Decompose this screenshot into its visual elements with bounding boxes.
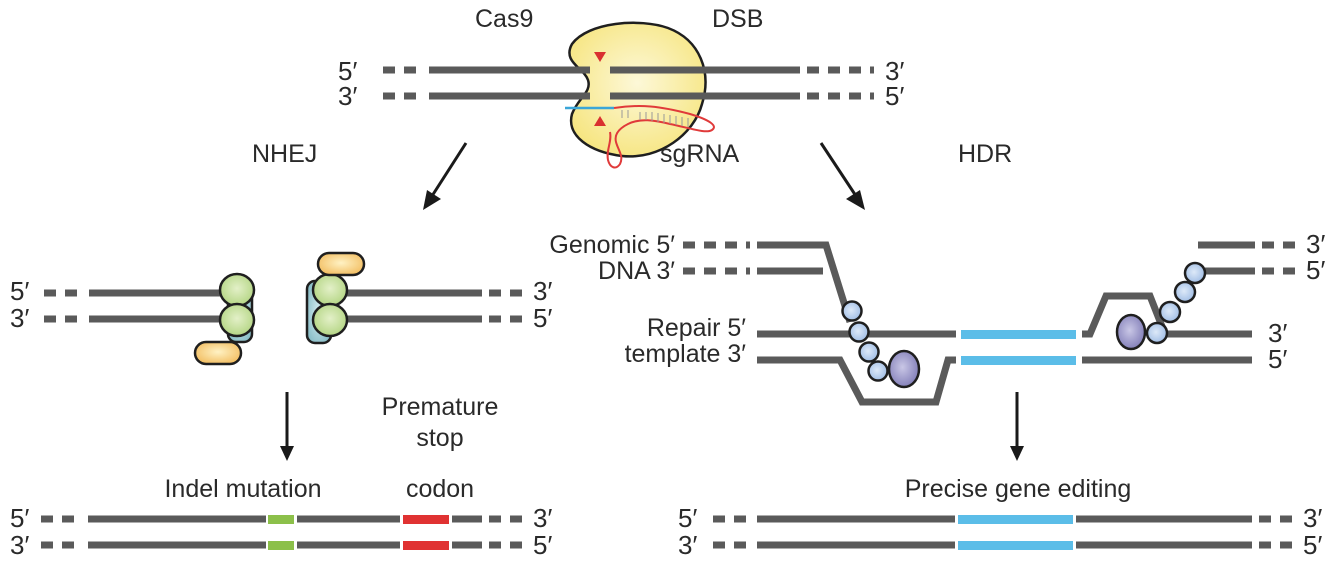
end-label-3prime: 3′ <box>533 276 552 306</box>
end-label-3prime: 3′ <box>10 303 29 333</box>
label-sgrna: sgRNA <box>660 140 740 168</box>
rad51-protein <box>867 360 889 382</box>
arrow-nhej-down <box>280 392 294 461</box>
sgrna-scaffold <box>606 105 715 169</box>
end-label-5prime: 5′ <box>338 56 357 86</box>
rad51-protein <box>1173 280 1197 304</box>
nhej-outcome: Premature stop codon Indel mutation 5′ 3… <box>10 393 552 560</box>
arrow-to-nhej <box>423 142 468 210</box>
genomic-strand-invading <box>757 241 854 324</box>
hdr-outcome: Precise gene editing 5′ 3′ 3′ 5′ <box>678 475 1322 560</box>
arrow-to-hdr <box>819 142 865 210</box>
stop-codon-segment <box>403 515 449 524</box>
end-label-5prime: 5′ <box>885 81 904 111</box>
end-label-3prime: 3′ <box>10 530 29 560</box>
label-repair-5prime: Repair 5′ <box>647 314 746 342</box>
cut-site-marker-icon <box>594 52 606 62</box>
cut-site-marker-icon <box>594 116 606 126</box>
hdr-intermediate: Genomic 5′ DNA 3′ Repair 5′ template 3′ … <box>549 229 1325 406</box>
stop-codon-segment <box>403 541 449 550</box>
ku-protein-green <box>218 272 256 308</box>
end-label-5prime: 5′ <box>678 503 697 533</box>
end-label-5prime: 5′ <box>533 303 552 333</box>
ku-protein-green <box>311 302 349 338</box>
label-indel-mutation: Indel mutation <box>164 475 321 503</box>
indel-segment <box>268 515 294 524</box>
orange-protein <box>193 340 243 366</box>
rad51-protein <box>848 321 870 343</box>
cas9-dsb-section: Cas9 DSB 5′ 3′ 3′ 5′ <box>338 5 904 169</box>
indel-segment <box>268 541 294 550</box>
label-premature: Premature <box>382 393 499 421</box>
template-insert <box>961 330 1076 339</box>
end-label-5prime: 5′ <box>1303 530 1322 560</box>
end-label-3prime: 3′ <box>1303 503 1322 533</box>
edited-insert <box>958 541 1073 550</box>
label-template-3prime: template 3′ <box>625 340 747 368</box>
polymerase-protein <box>1115 313 1147 351</box>
end-label-3prime: 3′ <box>533 503 552 533</box>
end-label-5prime: 5′ <box>1306 255 1325 285</box>
rad51-protein <box>858 341 880 363</box>
rad51-protein <box>1145 321 1169 345</box>
ku-protein-green <box>218 302 256 338</box>
label-precise-gene-editing: Precise gene editing <box>905 475 1132 503</box>
sgrna-basepairs <box>621 110 689 127</box>
label-cas9: Cas9 <box>475 5 533 33</box>
end-label-5prime: 5′ <box>10 276 29 306</box>
arrow-hdr-down <box>1010 392 1024 461</box>
end-label-3prime: 3′ <box>338 81 357 111</box>
end-label-5prime: 5′ <box>1268 344 1287 374</box>
label-hdr: HDR <box>958 140 1012 168</box>
rad51-protein <box>1158 300 1182 324</box>
label-dna-3prime: DNA 3′ <box>598 257 675 285</box>
label-genomic-5prime: Genomic 5′ <box>549 231 675 259</box>
end-label-3prime: 3′ <box>1268 318 1287 348</box>
nhej-intermediate: 5′ 3′ 3′ 5′ <box>10 251 552 366</box>
end-label-3prime: 3′ <box>678 530 697 560</box>
genomic-strand-right-invading <box>1082 292 1252 338</box>
cas9-protein <box>568 21 707 158</box>
end-label-5prime: 5′ <box>10 503 29 533</box>
template-insert <box>961 356 1076 365</box>
template-strand-lower <box>757 356 956 406</box>
label-nhej: NHEJ <box>252 140 317 168</box>
edited-insert <box>958 515 1073 524</box>
ku-protein-green <box>311 272 349 308</box>
label-stop: stop <box>416 424 463 452</box>
end-label-5prime: 5′ <box>533 530 552 560</box>
polymerase-protein <box>887 349 921 389</box>
label-dsb: DSB <box>712 5 763 33</box>
rad51-protein <box>1183 261 1207 285</box>
orange-protein <box>316 251 366 277</box>
end-label-3prime: 3′ <box>885 56 904 86</box>
rad51-protein <box>841 300 863 322</box>
label-codon: codon <box>406 475 474 503</box>
end-label-3prime: 3′ <box>1306 229 1325 259</box>
